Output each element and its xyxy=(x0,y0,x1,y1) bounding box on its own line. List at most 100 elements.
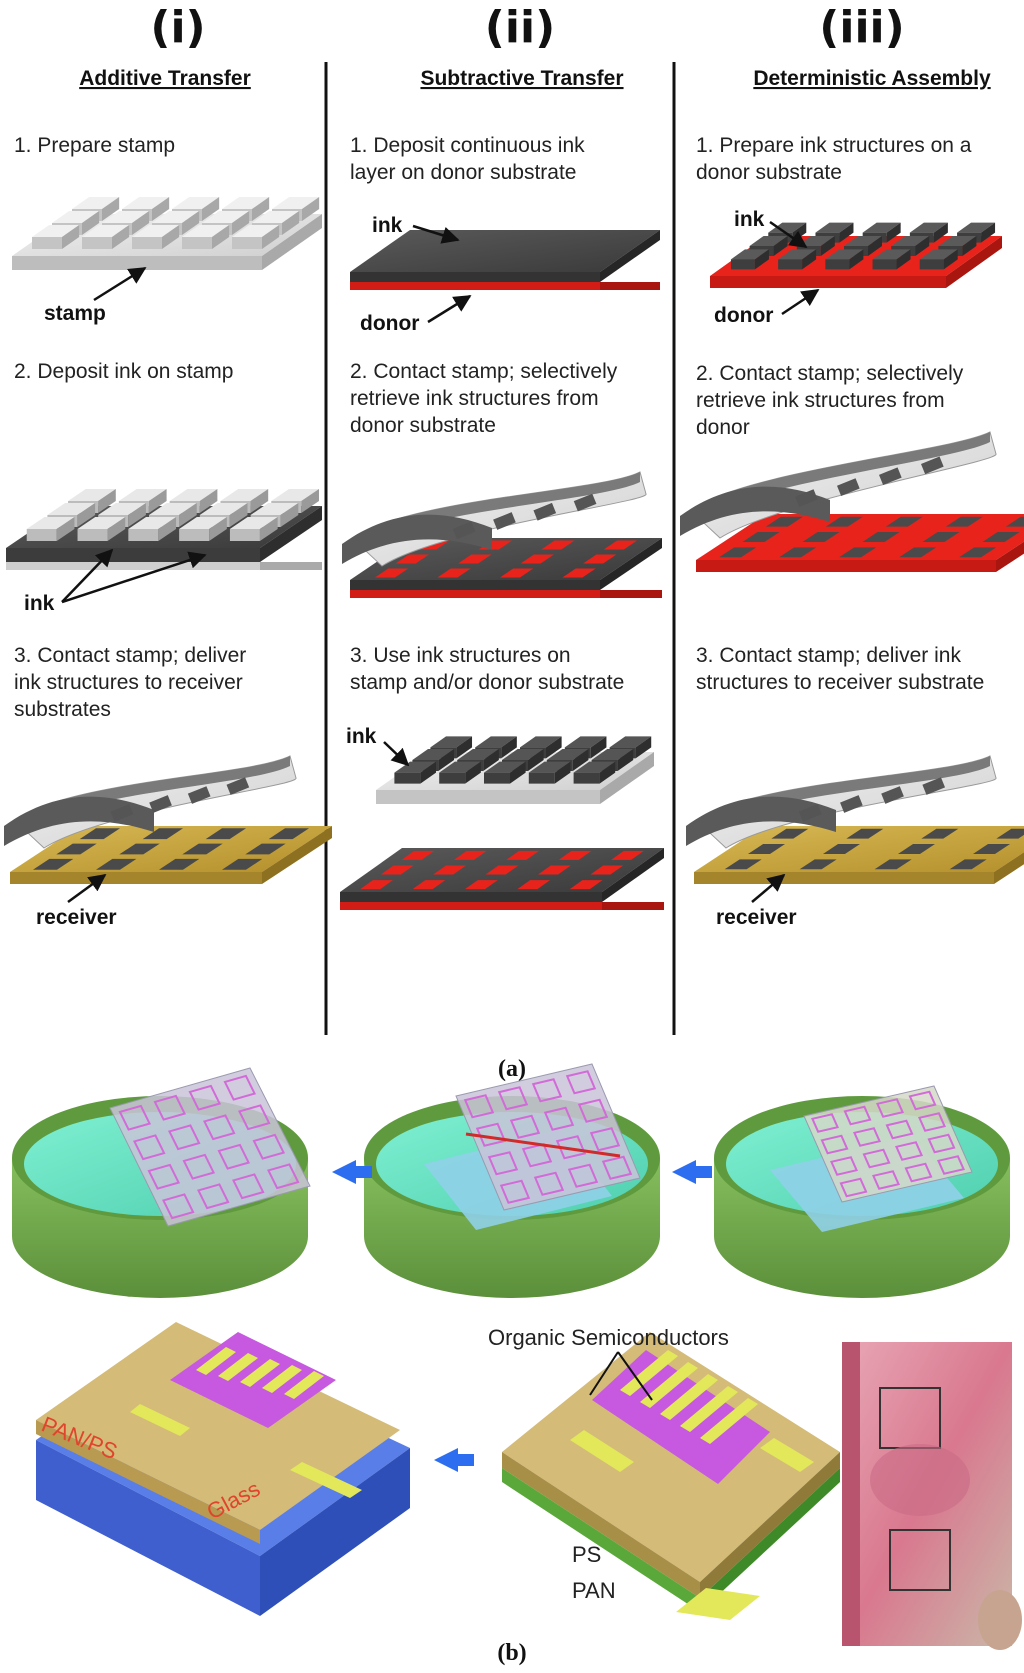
recv-iii3-front xyxy=(694,872,994,884)
flow-arrow-2 xyxy=(672,1160,712,1184)
recv-i3-ink-1-0 xyxy=(56,843,97,855)
stamp-ii3-ink-0-4-front xyxy=(573,772,600,784)
sheet-2-cell-3-3 xyxy=(601,1155,633,1180)
ink-ii1-front xyxy=(350,272,600,282)
stamp-i3-edge xyxy=(14,756,290,832)
stamp-ii2-ink-1 xyxy=(493,512,516,530)
sheet-3-cell-2-0 xyxy=(829,1156,859,1176)
step-2-3-line-1: 3. Use ink structures on xyxy=(350,644,571,667)
stamp-ii2-edge xyxy=(352,472,640,550)
ink-i2-post-2-4-top xyxy=(271,489,319,501)
ink-i2-post-1-2-top xyxy=(149,503,197,515)
recv-iii3-ink-1-3 xyxy=(972,844,1011,854)
stamp-iii3-underside xyxy=(686,796,836,846)
ink-i2-post-2-0-top xyxy=(68,489,116,501)
ink-ii2-side xyxy=(600,538,662,590)
donor-iii1-ink-0-1-front xyxy=(778,259,803,270)
donor-iii1-ink-1-4-top xyxy=(938,236,977,246)
donor-iii1-ink-2-4-top xyxy=(957,222,996,233)
pointer-organic-a xyxy=(589,1351,619,1396)
stamp-i1-post-1-0-side xyxy=(82,211,100,235)
stamp-ii3-ink-1-4-top xyxy=(591,749,634,760)
sheet-1-cell-1-3 xyxy=(237,1104,271,1131)
donor-iii2-ink-1-1 xyxy=(802,532,840,542)
sheet-1-cell-0-3 xyxy=(223,1074,257,1101)
device1-finger-2 xyxy=(240,1359,280,1387)
flow-arrow-1 xyxy=(332,1160,372,1184)
stamp-iii3-ink-1 xyxy=(840,795,863,813)
donor-iii1-ink-2-3-side xyxy=(933,222,948,243)
ink-ii3b-side xyxy=(602,848,664,902)
stamp-ii3-ink-1-1-top xyxy=(457,749,499,760)
donor-iii2-ink-2-4 xyxy=(1005,516,1024,527)
step-2-2-line-1: 2. Contact stamp; selectively xyxy=(350,360,618,383)
stamp-ii3-ink-0-0-front xyxy=(394,772,421,784)
stamp-ii3-ink-1-0-side xyxy=(438,749,455,771)
pointer-organic-b xyxy=(617,1351,653,1401)
stamp-iii2-ink-1 xyxy=(837,478,860,496)
sheet-3-cell-2-1 xyxy=(862,1148,891,1169)
donor-ii3b-hole-0-2 xyxy=(464,880,498,890)
stamp-ii3-ink-2-1-top xyxy=(475,736,517,748)
recv-i3-ink-1-2 xyxy=(182,843,223,855)
donor-ii2-hole-2-3 xyxy=(603,540,638,550)
stamp-ii3-ink-1-0-top xyxy=(412,749,455,760)
donor-iii2-ink-2-0 xyxy=(765,516,803,527)
stamp-ii3-ink-2-2-side xyxy=(546,736,562,759)
donor-iii1-ink-0-0-top xyxy=(730,249,769,260)
label-organic-semiconductors: Organic Semiconductors xyxy=(488,1325,729,1350)
stamp-ii3-ink-2-0-top xyxy=(430,736,473,748)
numeral-i: (i) xyxy=(150,2,205,53)
stamp-ii3-ink-0-3-top xyxy=(528,761,571,773)
recv-iii3-ink-1-1 xyxy=(822,844,861,854)
device1-finger-1 xyxy=(218,1353,258,1381)
ink-i2-post-0-3-side xyxy=(209,517,227,541)
stamp-ii3-ink-2-4-top xyxy=(609,736,652,748)
label-ps: PS xyxy=(572,1542,601,1567)
ink-i2-post-0-2-side xyxy=(158,517,177,541)
ink-i2-post-1-4-side xyxy=(280,503,299,527)
stamp-ii3-ink-0-1-side xyxy=(465,761,481,784)
sheet-1-cell-0-1 xyxy=(153,1094,187,1121)
stamp-i1-post-0-0-front xyxy=(32,237,62,249)
recv-i3-ink-1-3 xyxy=(245,843,286,855)
recv-i3-ink-0-2 xyxy=(158,858,200,870)
sheet-3-cell-0-1 xyxy=(843,1105,872,1126)
donor-iii1-side xyxy=(946,236,1002,288)
donor-ii3b-hole-1-4 xyxy=(590,865,624,875)
donor-iii1-ink-0-3-front xyxy=(872,259,897,270)
stamp-i1-post-0-3-front xyxy=(182,237,212,249)
recv-i3-ink-0-0 xyxy=(32,858,74,870)
stamp-ii3-ink-1-2-side xyxy=(528,749,544,771)
donor-iii2-front xyxy=(696,560,996,572)
stamp-ii3-ink-1-4-side xyxy=(617,749,634,771)
sheet-3-cell-0-3 xyxy=(908,1090,937,1111)
donor-iii1-ink-2-0-top xyxy=(768,222,807,233)
label-donor-ii: donor xyxy=(360,312,419,335)
sheet-2-cell-1-1 xyxy=(509,1114,541,1139)
donor-ii3b-hole-1-2 xyxy=(485,865,519,875)
stamp-i1-post-0-4-front xyxy=(232,237,262,249)
ink-i2-post-0-1-front xyxy=(77,529,108,541)
stamp-iii3-edge xyxy=(696,756,990,832)
recv-iii3-ink-0-3 xyxy=(949,859,987,870)
donor-iii2-ink-0-3 xyxy=(899,547,937,558)
donor-iii1-ink-0-1-top xyxy=(778,249,817,260)
donor-iii1-ink-2-3-top xyxy=(909,222,948,233)
step-3-2-line-2: retrieve ink structures from xyxy=(696,389,945,412)
banknote-device-2 xyxy=(889,1529,951,1591)
donor-iii2-ink-0-1 xyxy=(779,547,817,558)
ink-i2-post-2-4-side xyxy=(301,489,319,513)
stamp-ii3-ink-0-4-side xyxy=(599,761,616,784)
ink-i2-post-1-1-side xyxy=(128,503,146,527)
ink-i2-front xyxy=(6,548,260,562)
stamp-i3-ink-1 xyxy=(149,795,172,813)
arrow-ink-ii-2 xyxy=(383,741,410,767)
photo-finger xyxy=(978,1590,1022,1650)
stamp-i1-post-0-3-top xyxy=(182,225,230,237)
donor-iii1-ink-2-1-top xyxy=(815,222,854,233)
stamp-i1-post-2-0-top xyxy=(72,197,120,209)
stamp-i1-post-1-2-side xyxy=(182,211,200,235)
label-ink-i: ink xyxy=(24,592,55,615)
donor-iii1-ink-0-2-side xyxy=(849,249,864,270)
